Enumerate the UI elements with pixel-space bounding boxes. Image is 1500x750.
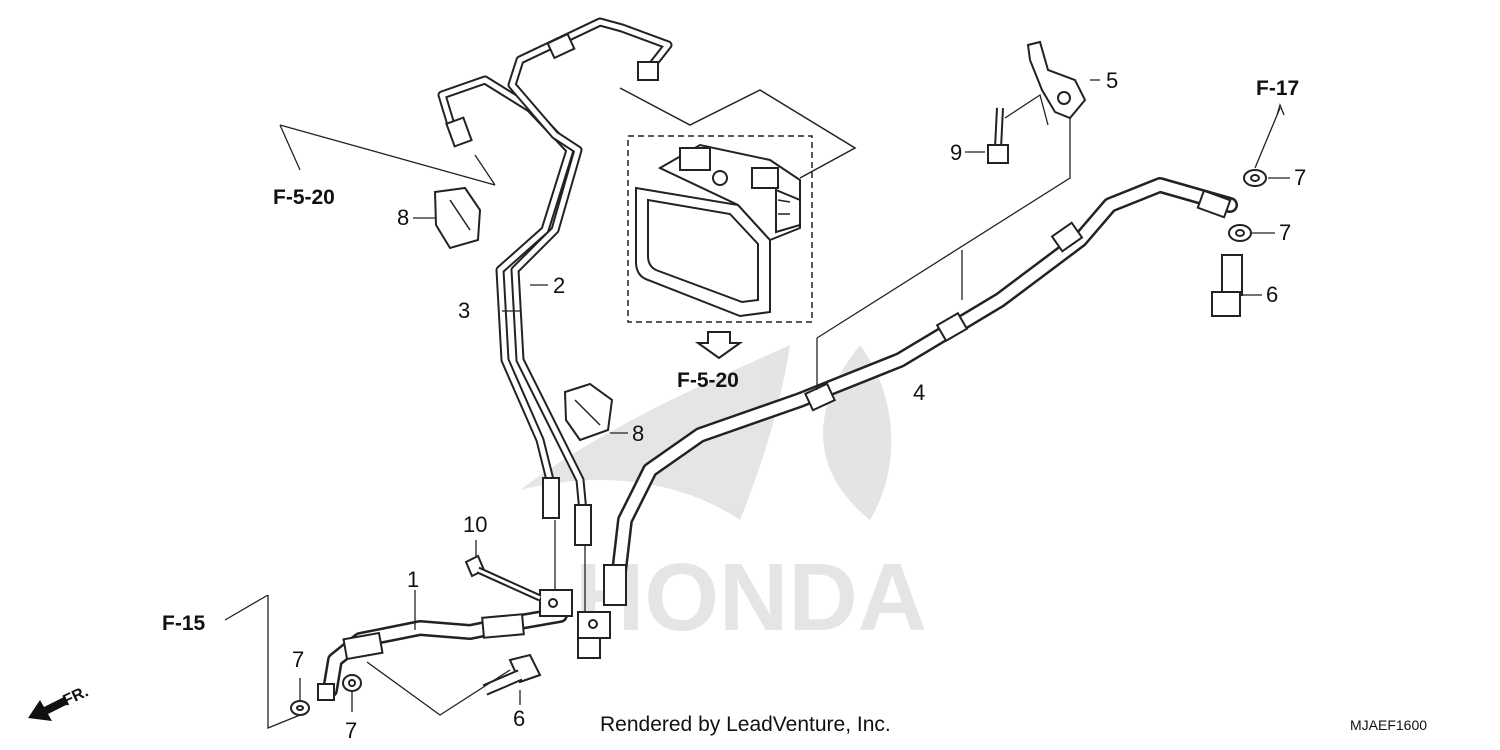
callout-8-mid: 8 xyxy=(632,421,644,446)
callout-8-top: 8 xyxy=(397,205,409,230)
callout-6-bottom: 6 xyxy=(513,706,525,731)
abs-leader xyxy=(619,87,857,179)
brake-hose-1 xyxy=(322,607,568,698)
callout-6-right: 6 xyxy=(1266,282,1278,307)
callout-10: 10 xyxy=(463,512,487,537)
callout-1: 1 xyxy=(407,567,419,592)
clamp-8-top-icon xyxy=(433,186,482,250)
ref-top-left: F-5-20 xyxy=(273,186,335,209)
brake-hose-4 xyxy=(603,177,1238,606)
bolt-6-right-icon xyxy=(1211,254,1243,317)
leader-lines xyxy=(224,79,1290,729)
brake-pipe-2 xyxy=(507,17,673,517)
callout-7-right-top: 7 xyxy=(1294,165,1306,190)
front-arrow-icon: FR. xyxy=(28,683,91,721)
bolt-6-bottom-icon xyxy=(482,653,542,696)
diagram-code: MJAEF1600 xyxy=(1350,717,1427,733)
callout-7-left-top: 7 xyxy=(292,647,304,672)
watermark-text: HONDA xyxy=(575,544,927,651)
ref-right: F-17 xyxy=(1256,77,1299,100)
bolt-9-icon xyxy=(987,107,1009,164)
washer-icons-right xyxy=(1228,169,1267,242)
brake-pipe-3 xyxy=(437,75,575,485)
ref-left: F-15 xyxy=(162,612,206,635)
bracket-5-icon xyxy=(1026,40,1087,120)
callout-2: 2 xyxy=(553,273,565,298)
pipe-fittings xyxy=(445,32,659,546)
callout-5: 5 xyxy=(1106,68,1118,93)
callout-9: 9 xyxy=(950,140,962,165)
front-label: FR. xyxy=(61,683,92,709)
callout-7-left-bottom: 7 xyxy=(345,718,357,743)
ref-abs: F-5-20 xyxy=(677,369,739,392)
bolt-10-icon xyxy=(464,554,542,602)
down-arrow-icon xyxy=(694,331,744,360)
honda-watermark: HONDA xyxy=(520,345,927,651)
credit-text: Rendered by LeadVenture, Inc. xyxy=(600,713,891,736)
callout-4: 4 xyxy=(913,380,925,405)
abs-modulator-icon xyxy=(627,135,813,323)
callout-3: 3 xyxy=(458,298,470,323)
callout-7-right-bottom: 7 xyxy=(1279,220,1291,245)
joint-blocks xyxy=(539,589,611,659)
clamp-8-mid-icon xyxy=(563,382,614,442)
